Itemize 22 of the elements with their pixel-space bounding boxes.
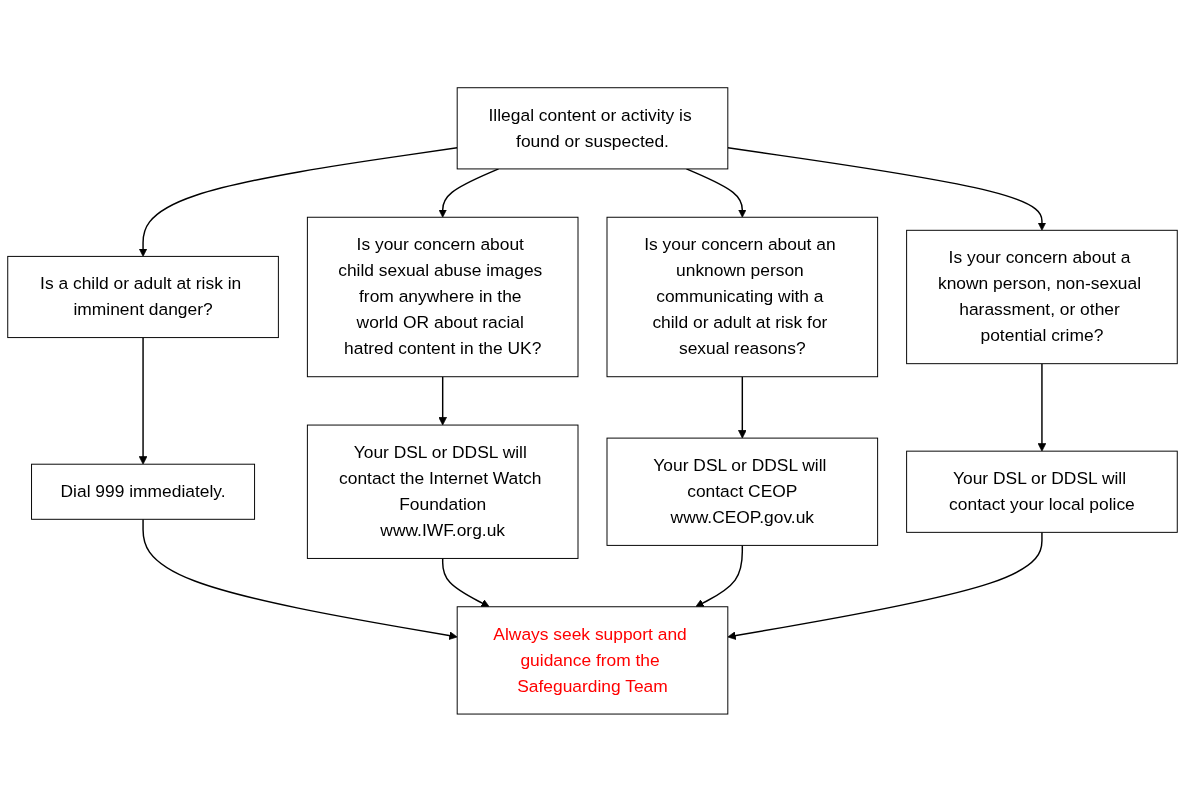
arrow <box>441 557 490 607</box>
node-box: Your DSL or DDSL will contact the Internet Watch Foundation www.IWF.org.uk <box>306 424 579 559</box>
arrow <box>438 167 500 218</box>
node-box: Illegal content or activity is found or suspected. <box>456 86 729 169</box>
arrow <box>142 518 458 640</box>
node-box: Dial 999 immediately. <box>31 463 256 520</box>
node-box: Always seek support and guidance from the Safeguarding Team <box>456 605 729 715</box>
arrow <box>138 336 148 465</box>
arrow <box>138 146 458 257</box>
arrow <box>685 167 747 218</box>
arrow <box>727 146 1047 231</box>
arrow <box>695 544 744 607</box>
node-box: Is your concern about a known person, non-sexual harassment, or other potential crime? <box>906 229 1178 364</box>
arrow <box>438 375 447 426</box>
node-box: Your DSL or DDSL will contact CEOP www.CEOP.gov.uk <box>606 437 879 546</box>
arrow <box>727 531 1043 640</box>
node-box: Is your concern about an unknown person communicating with a child or adult at risk for sexual reasons? <box>606 216 879 377</box>
node-box: Your DSL or DDSL will contact your local police <box>906 450 1178 533</box>
arrow <box>1037 362 1047 452</box>
arrow <box>738 375 747 439</box>
node-box: Is your concern about child sexual abuse images from anywhere in the world OR about racial hatred content in the UK? <box>306 216 579 377</box>
node-box: Is a child or adult at risk in imminent danger? <box>7 255 279 338</box>
